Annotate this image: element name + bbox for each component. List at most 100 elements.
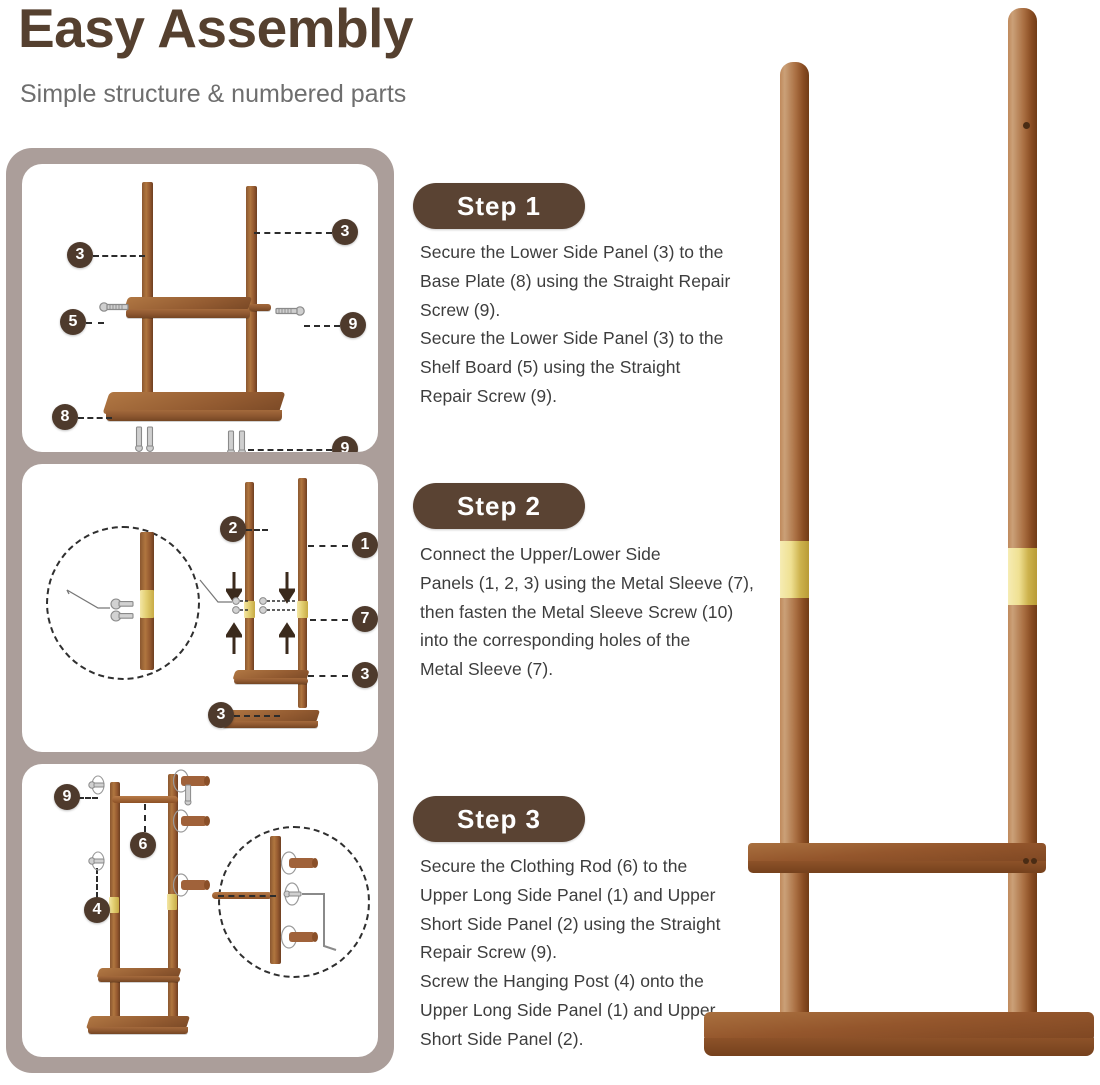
metal-sleeve-screw-icon [199,579,249,614]
base-plate-photo [704,1012,1094,1042]
detail-zoom-circle [218,826,370,978]
allen-key-icon [283,882,337,951]
shelf-board-photo [748,843,1046,865]
page-subtitle: Simple structure & numbered parts [20,80,407,108]
step-3-line-1: Secure the Clothing Rod (6) to the [420,856,688,876]
straight-repair-screw-icon [88,775,105,795]
part-callout-3: 3 [67,242,93,268]
assembly-diagram-step-2: 2 1 7 3 3 [22,464,378,752]
hanging-post-icon [172,873,210,897]
leader-line-2 [246,529,268,531]
shelf-board-edge [234,678,308,684]
screw-dot [1031,858,1037,864]
hanging-post-photo [745,80,805,99]
step-2-line-2: Panels (1, 2, 3) using the Metal Sleeve … [420,572,754,593]
metal-sleeve-screw-icon [259,597,297,614]
step-3-line-3: Short Side Panel (2) using the Straight [420,913,721,934]
part-callout-3: 3 [332,219,358,245]
step-2-badge: Step 2 [413,483,585,529]
metal-sleeve-detail [140,590,154,618]
arrow-down-icon [226,572,242,604]
page-title: Easy Assembly [18,0,414,59]
step-3-line-4: Repair Screw (9). [420,942,557,963]
step-3-line-6: Upper Long Side Panel (1) and Upper [420,999,716,1020]
part-callout-6: 6 [130,832,156,858]
step-1-badge: Step 1 [413,183,585,229]
step-2-line-4: into the corresponding holes of the [420,630,691,651]
hanging-post-icon [172,809,210,833]
step-1-line-5: Shelf Board (5) using the Straight [420,357,681,378]
leader-line-9 [78,797,98,799]
part-callout-3: 3 [352,662,378,688]
screw-icon [184,784,192,806]
detail-zoom-circle [46,526,200,680]
hanging-post-icon [280,851,318,875]
arrow-up-icon [226,622,242,654]
base-plate-edge [222,721,318,728]
step-1-line-2: Base Plate (8) using the Straight Repair [420,270,731,291]
step-3-line-5: Screw the Hanging Post (4) onto the [420,971,704,992]
leader-line [254,232,332,234]
lower-side-panel-left [245,610,254,678]
step-1-line-1: Secure the Lower Side Panel (3) to the [420,242,724,262]
part-callout-2: 2 [220,516,246,542]
step-2-line-3: then fasten the Metal Sleeve Screw (10) [420,601,734,622]
hanging-post-photo [745,365,805,384]
leader-line-7 [310,619,348,621]
lower-side-panel-left [142,182,153,394]
metal-sleeve [297,601,308,618]
part-callout-4: 4 [84,897,110,923]
upper-short-side-panel [245,482,254,610]
part-callout-5: 5 [60,309,86,335]
shelf-board-edge [98,976,180,982]
diagram-frame: 3 3 5 9 8 9 [6,148,394,1073]
metal-sleeve [109,897,119,913]
metal-sleeve [244,601,255,618]
allen-key-and-screw-detail-icon [66,589,134,622]
product-photo-coat-rack [690,0,1100,1085]
arrow-down-icon [279,572,295,604]
part-callout-1: 1 [352,532,378,558]
hanging-post-photo [1035,206,1099,226]
screw-dot [1023,122,1030,129]
shelf-board-edge [126,309,250,318]
hanging-post-icon [172,769,210,793]
shelf-board-edge-photo [748,861,1046,873]
step-3-line-7: Short Side Panel (2). [420,1028,584,1049]
step-2-line-1: Connect the Upper/Lower Side [420,544,661,564]
upper-long-side-panel-photo [1008,8,1037,1040]
assembly-diagram-step-3: 9 6 4 [22,764,378,1057]
leader-line [248,449,332,451]
leader-line-6 [144,804,146,832]
step-2-line-5: Metal Sleeve (7). [420,659,554,680]
part-callout-8: 8 [52,404,78,430]
metal-sleeve-photo [1008,548,1037,605]
detail-side-panel [270,836,281,964]
arrow-up-icon [279,622,295,654]
part-callout-7: 7 [352,606,378,632]
base-plate-edge [88,1027,188,1034]
hanging-post-small-icon [88,851,105,871]
step-3-badge: Step 3 [413,796,585,842]
leader-line [93,255,145,257]
straight-repair-screw-icon [135,426,154,452]
straight-repair-screw-icon [99,302,129,312]
part-callout-3: 3 [208,702,234,728]
metal-sleeve-photo [780,541,809,598]
upper-long-side-panel [298,478,307,610]
step-1-line-4: Secure the Lower Side Panel (3) to the [420,328,724,349]
base-plate-edge [106,410,282,421]
step-1-line-3: Screw (9). [420,299,501,320]
lower-side-panel-right [298,610,307,708]
step-1-line-6: Repair Screw (9). [420,385,557,406]
straight-repair-screw-icon [227,430,246,452]
assembly-diagram-step-1: 3 3 5 9 8 9 [22,164,378,452]
hanging-post-photo [1035,40,1099,60]
leader-line [218,895,276,897]
leader-line-1 [308,545,348,547]
clothing-rod-photo [800,115,1015,132]
step-3-description: Secure the Clothing Rod (6) to the Upper… [420,852,750,1054]
leader-line-3b [234,715,280,717]
hanging-post-photo [1035,466,1099,486]
leader-line [86,322,104,324]
